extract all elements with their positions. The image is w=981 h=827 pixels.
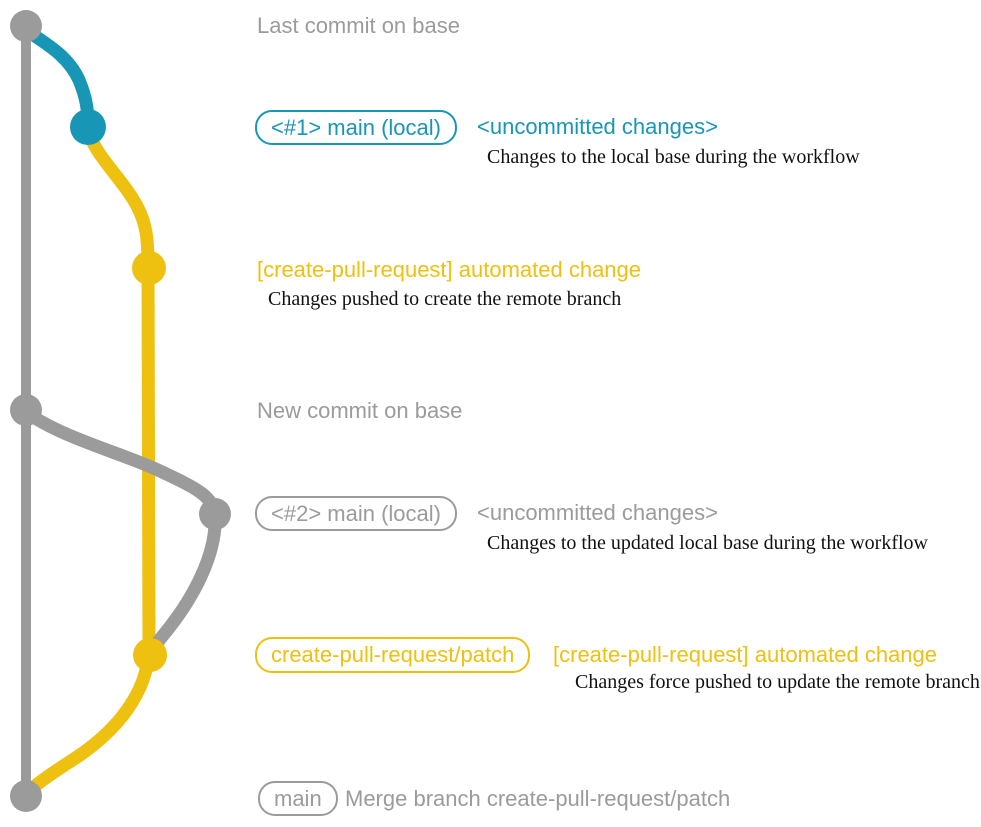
last-commit-label: Last commit on base <box>257 13 460 38</box>
commit-message-automated-change-1: [create-pull-request] automated change <box>257 257 642 282</box>
uncommitted-changes-label-1: <uncommitted changes> <box>477 114 718 139</box>
note-local-base-changes: Changes to the local base during the wor… <box>487 146 860 168</box>
note-changes-force-pushed: Changes force pushed to update the remot… <box>575 671 980 693</box>
commit-message-automated-change-2: [create-pull-request] automated change <box>553 642 938 667</box>
note-updated-local-base-changes: Changes to the updated local base during… <box>487 532 928 554</box>
commit-dot-patch-2 <box>133 638 167 672</box>
branch-tag-main: main <box>258 781 338 816</box>
new-commit-label: New commit on base <box>257 398 463 423</box>
commit-dot-last-base <box>10 10 42 42</box>
note-changes-pushed: Changes pushed to create the remote bran… <box>268 288 622 310</box>
uncommitted-changes-label-2: <uncommitted changes> <box>477 500 718 525</box>
commit-dot-main-local-2 <box>199 498 231 530</box>
branch-tag-main-local-1: <#1> main (local) <box>255 110 457 145</box>
branch-tag-create-pull-request-patch: create-pull-request/patch <box>255 637 531 673</box>
commit-graph <box>10 10 231 812</box>
rebased-local-branch-line <box>19 405 222 662</box>
commit-dot-main-local-1 <box>70 109 106 145</box>
commit-dot-new-base <box>10 394 42 426</box>
commit-dot-merge <box>10 780 42 812</box>
commit-message-merge: Merge branch create-pull-request/patch <box>345 786 731 811</box>
commit-dot-patch-1 <box>132 251 166 285</box>
branch-tag-main-local-2: <#2> main (local) <box>255 496 457 531</box>
